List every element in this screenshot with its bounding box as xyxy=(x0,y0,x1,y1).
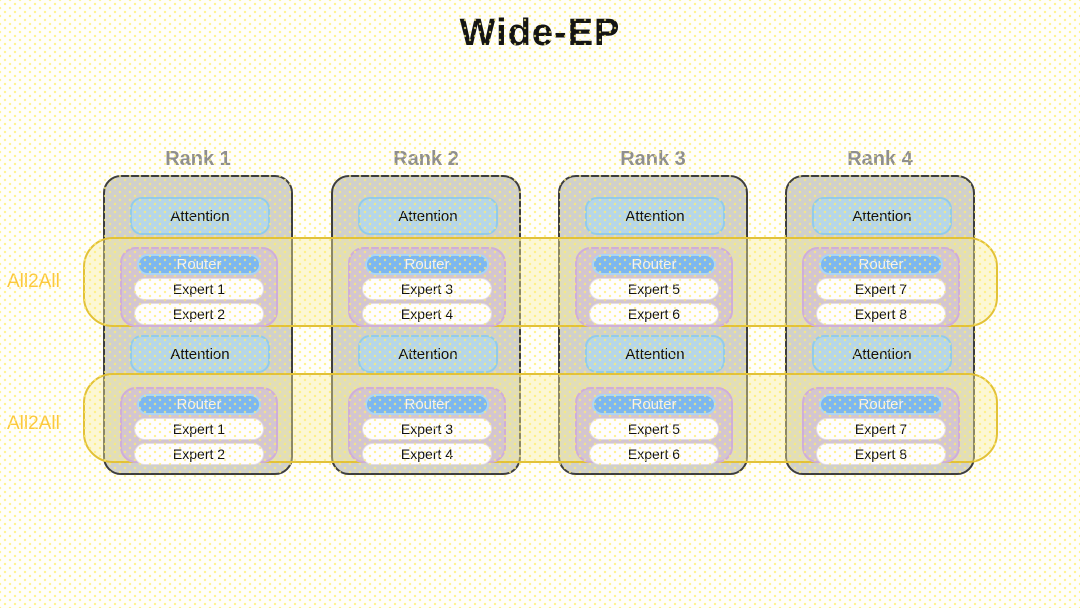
rank-4-layer-1-router-block: Router xyxy=(819,254,943,275)
rank-4-layer-2-moe-block: Router Expert 7 Expert 8 xyxy=(802,387,960,465)
rank-4-layer-2-expert-block: Expert 8 xyxy=(816,443,946,465)
rank-2-layer-1-router-block: Router xyxy=(365,254,489,275)
rank-3-layer-1-moe-block: Router Expert 5 Expert 6 xyxy=(575,247,733,327)
rank-1-layer-2-moe-block: Router Expert 1 Expert 2 xyxy=(120,387,278,465)
rank-2-layer-1-attention-block: Attention xyxy=(358,197,498,235)
rank-1-layer-1-expert-block: Expert 2 xyxy=(134,303,264,325)
rank-1-layer-1-attention-block: Attention xyxy=(130,197,270,235)
rank-4-label: Rank 4 xyxy=(847,148,913,170)
rank-1-layer-2-router-block: Router xyxy=(137,394,261,415)
rank-4-layer-1-expert-block: Expert 7 xyxy=(816,278,946,300)
rank-2-box: Attention Router Expert 3 Expert 4 Atten… xyxy=(331,175,521,475)
rank-2-layer-2-expert-block: Expert 3 xyxy=(362,418,492,440)
rank-4-layer-1-expert-block: Expert 8 xyxy=(816,303,946,325)
rank-1-layer-1-moe-block: Router Expert 1 Expert 2 xyxy=(120,247,278,327)
rank-1-box: Attention Router Expert 1 Expert 2 Atten… xyxy=(103,175,293,475)
rank-3-layer-1-expert-block: Expert 5 xyxy=(589,278,719,300)
rank-2-label: Rank 2 xyxy=(393,148,459,170)
rank-4-layer-1-moe-block: Router Expert 7 Expert 8 xyxy=(802,247,960,327)
rank-3-label: Rank 3 xyxy=(620,148,686,170)
diagram-title: Wide-EP xyxy=(459,12,621,54)
rank-1-layer-1-expert-block: Expert 1 xyxy=(134,278,264,300)
rank-4-layer-2-router-block: Router xyxy=(819,394,943,415)
rank-4-layer-2-attention-block: Attention xyxy=(812,335,952,373)
rank-4-layer-2-expert-block: Expert 7 xyxy=(816,418,946,440)
rank-1-layer-1-router-block: Router xyxy=(137,254,261,275)
rank-1-layer-2-expert-block: Expert 2 xyxy=(134,443,264,465)
rank-4-box: Attention Router Expert 7 Expert 8 Atten… xyxy=(785,175,975,475)
rank-3-layer-2-moe-block: Router Expert 5 Expert 6 xyxy=(575,387,733,465)
rank-3-layer-2-router-block: Router xyxy=(592,394,716,415)
rank-3-layer-2-attention-block: Attention xyxy=(585,335,725,373)
rank-1-layer-2-expert-block: Expert 1 xyxy=(134,418,264,440)
rank-3-layer-1-expert-block: Expert 6 xyxy=(589,303,719,325)
rank-2-layer-1-expert-block: Expert 3 xyxy=(362,278,492,300)
rank-1-layer-2-attention-block: Attention xyxy=(130,335,270,373)
rank-2-layer-2-moe-block: Router Expert 3 Expert 4 xyxy=(348,387,506,465)
rank-3-box: Attention Router Expert 5 Expert 6 Atten… xyxy=(558,175,748,475)
rank-2-layer-1-expert-block: Expert 4 xyxy=(362,303,492,325)
rank-3-layer-1-attention-block: Attention xyxy=(585,197,725,235)
rank-2-layer-2-attention-block: Attention xyxy=(358,335,498,373)
rank-1-label: Rank 1 xyxy=(165,148,231,170)
rank-2-layer-1-moe-block: Router Expert 3 Expert 4 xyxy=(348,247,506,327)
rank-2-layer-2-router-block: Router xyxy=(365,394,489,415)
all2all-label-1: All2All xyxy=(7,271,60,292)
rank-4-layer-1-attention-block: Attention xyxy=(812,197,952,235)
rank-2-layer-2-expert-block: Expert 4 xyxy=(362,443,492,465)
rank-3-layer-2-expert-block: Expert 6 xyxy=(589,443,719,465)
rank-3-layer-2-expert-block: Expert 5 xyxy=(589,418,719,440)
rank-3-layer-1-router-block: Router xyxy=(592,254,716,275)
all2all-label-2: All2All xyxy=(7,413,60,434)
